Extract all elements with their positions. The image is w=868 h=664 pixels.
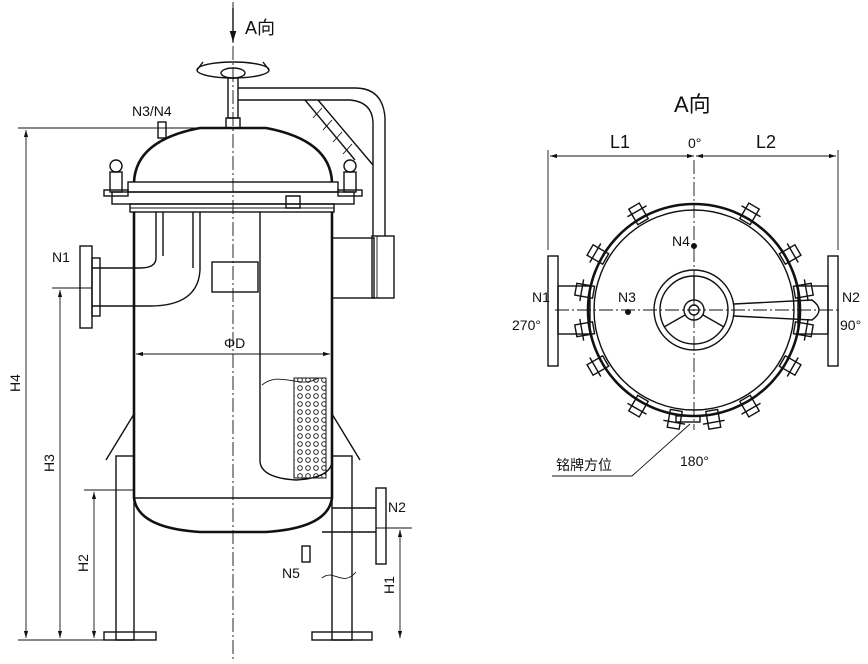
nozzle-n2-label: N2 <box>388 499 406 515</box>
support-legs <box>103 413 373 641</box>
eye-bolt-left <box>103 159 129 197</box>
nozzle-n3n4 <box>157 121 167 139</box>
top-n2-label: N2 <box>842 289 860 305</box>
dim-l2-label: L2 <box>756 132 776 152</box>
eye-bolt-right <box>337 159 363 197</box>
top-view-title: A向 <box>674 92 711 117</box>
lift-arm <box>238 87 395 299</box>
nozzle-n3-mark <box>625 309 631 315</box>
vessel-shell <box>132 212 334 534</box>
ring-clamps <box>573 202 815 431</box>
inlet-elbow <box>79 212 201 329</box>
nozzle-n3n4-label: N3/N4 <box>132 103 172 119</box>
dim-l1-label: L1 <box>610 132 630 152</box>
nozzle-n5-label: N5 <box>282 565 300 581</box>
top-nameplate-mark <box>675 415 701 423</box>
nozzle-n1-label: N1 <box>52 249 70 265</box>
dim-h4-label: H4 <box>7 374 23 392</box>
nozzle-n4-mark <box>691 243 697 249</box>
nozzle-n3-label: N3 <box>618 289 636 305</box>
nozzle-n5 <box>301 545 311 563</box>
view-a-arrow-label: A向 <box>245 18 275 38</box>
top-handwheel <box>653 269 735 351</box>
diameter-label: ΦD <box>224 335 245 351</box>
dim-h2-label: H2 <box>75 554 91 572</box>
top-n1-label: N1 <box>532 289 550 305</box>
nameplate-leader <box>552 423 691 477</box>
angle-90-label: 90° <box>840 317 861 333</box>
top-lift-arm <box>733 299 820 321</box>
top-flange <box>111 181 355 213</box>
outlet-stub <box>331 237 375 299</box>
top-view: A向 L1 L2 0° N4 N3 <box>512 92 861 477</box>
dim-h3-label: H3 <box>41 454 57 472</box>
nameplate-label: 铭牌方位 <box>556 457 612 473</box>
angle-270-label: 270° <box>512 317 541 333</box>
top-nozzle-n1 <box>547 255 591 367</box>
nozzle-n2 <box>322 487 387 565</box>
nameplate <box>211 261 259 293</box>
nozzle-n4-label: N4 <box>672 233 690 249</box>
filter-basket <box>259 195 333 481</box>
angle-0-label: 0° <box>688 135 701 151</box>
front-view: A向 N3/N4 <box>7 2 412 660</box>
handwheel <box>196 61 270 119</box>
angle-180-label: 180° <box>680 453 709 469</box>
top-nozzle-n2 <box>797 255 839 367</box>
dim-h1-label: H1 <box>381 576 397 594</box>
